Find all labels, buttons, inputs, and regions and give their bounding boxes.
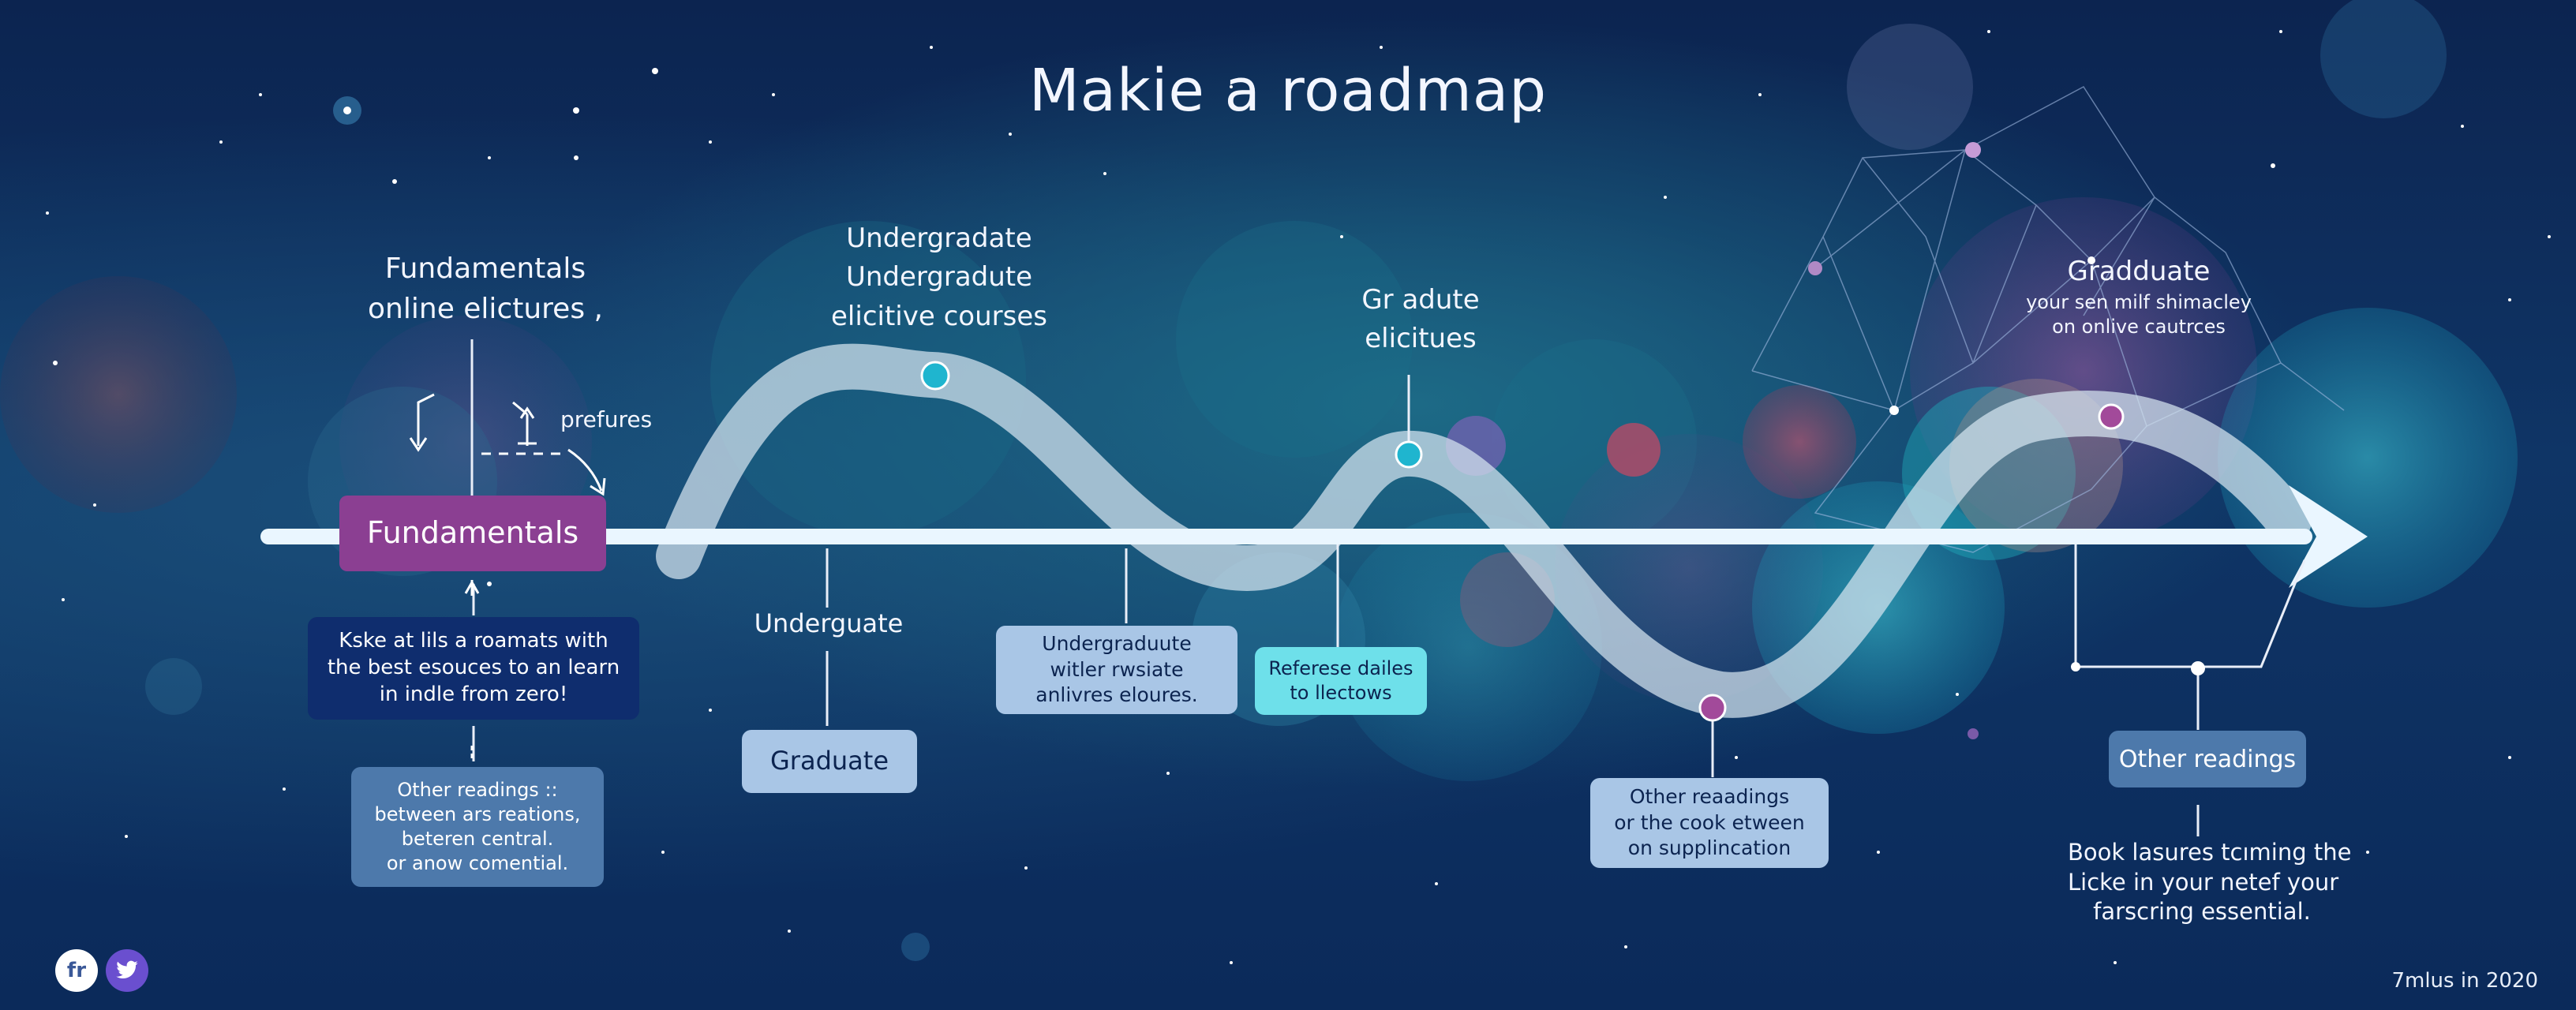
label-line: Gradduate bbox=[2067, 256, 2211, 287]
box-undergraduute: Undergraduute witler rwsiate anlivres el… bbox=[996, 626, 1237, 714]
facebook-icon[interactable]: fr bbox=[55, 949, 98, 992]
box-line: in indle from zero! bbox=[379, 682, 568, 706]
sketch-arrows bbox=[409, 393, 606, 761]
box-line: the best esouces to an learn bbox=[327, 656, 620, 680]
box-other-readings-right: Other readings bbox=[2109, 731, 2306, 787]
label-line: Gr adute bbox=[1361, 284, 1480, 316]
label-fundamentals-top: Fundamentals online elictures , bbox=[355, 251, 616, 328]
label-line: Book lasures tcıming the bbox=[2068, 839, 2352, 866]
connector-lines bbox=[470, 339, 2306, 836]
label-line: farscring essential. bbox=[2093, 898, 2311, 926]
box-line: on supplincation bbox=[1627, 836, 1792, 860]
connector-dots bbox=[2071, 661, 2205, 675]
box-line: Other readings :: bbox=[397, 778, 558, 801]
milestone-dots bbox=[920, 361, 2125, 722]
box-fundamentals: Fundamentals bbox=[339, 496, 606, 571]
box-other-readings-left: Other readings :: between ars reations, … bbox=[351, 767, 604, 887]
box-line: beteren central. bbox=[401, 828, 554, 850]
box-other-readings-mid: Other reaadings or the cook etween on su… bbox=[1590, 778, 1829, 868]
footer-text: 7mlus in 2020 bbox=[2391, 969, 2538, 993]
label-undergraduate-top: Undergradate Undergradute elicitive cour… bbox=[805, 219, 1073, 336]
box-line: or anow comential. bbox=[386, 852, 569, 875]
diagram-title: Makie a roadmap bbox=[1028, 57, 1548, 125]
box-graduate: Graduate bbox=[742, 730, 917, 793]
box-referese: Referese dailes to llectows bbox=[1255, 647, 1427, 715]
label-line: elicitive courses bbox=[831, 300, 1047, 332]
box-line: Referese dailes bbox=[1268, 656, 1413, 679]
label-line: Licke in your netef your bbox=[2068, 868, 2339, 896]
stars bbox=[46, 30, 2551, 964]
box-line: Kske at lils a roamats with bbox=[339, 629, 608, 653]
box-line: or the cook etween bbox=[1614, 810, 1805, 834]
label-line: online elictures , bbox=[368, 292, 603, 325]
label-line: your sen milf shimacley bbox=[2026, 291, 2252, 314]
box-line: between ars reations, bbox=[374, 802, 581, 825]
label-prefures: prefures bbox=[560, 406, 653, 432]
constellation-nodes bbox=[1808, 142, 2095, 739]
twitter-bird-icon bbox=[116, 960, 138, 979]
box-line: Other reaadings bbox=[1629, 785, 1790, 809]
label-line: elicitues bbox=[1365, 323, 1477, 355]
box-line: witler rwsiate bbox=[1050, 657, 1184, 681]
box-line: Undergraduute bbox=[1042, 632, 1192, 656]
main-arrow bbox=[260, 485, 2368, 588]
twitter-icon[interactable] bbox=[106, 949, 148, 992]
label-line: Undergradate bbox=[846, 223, 1032, 254]
label-underguate: Underguate bbox=[754, 608, 904, 638]
label-line: on onlive cautrces bbox=[2052, 316, 2226, 339]
label-line: Fundamentals bbox=[384, 252, 586, 285]
box-kske: Kske at lils a roamats with the best eso… bbox=[308, 617, 639, 720]
box-line: anlivres eloures. bbox=[1035, 683, 1198, 707]
label-graduate-top: Gr adute elicitues bbox=[1334, 281, 1507, 359]
label-graduate-right: Gradduate your sen milf shimacley on onl… bbox=[2005, 254, 2273, 340]
box-line: to llectows bbox=[1290, 682, 1392, 704]
label-line: Undergradute bbox=[845, 261, 1033, 294]
label-book: Book lasures tcıming the Licke in your n… bbox=[2068, 838, 2352, 927]
